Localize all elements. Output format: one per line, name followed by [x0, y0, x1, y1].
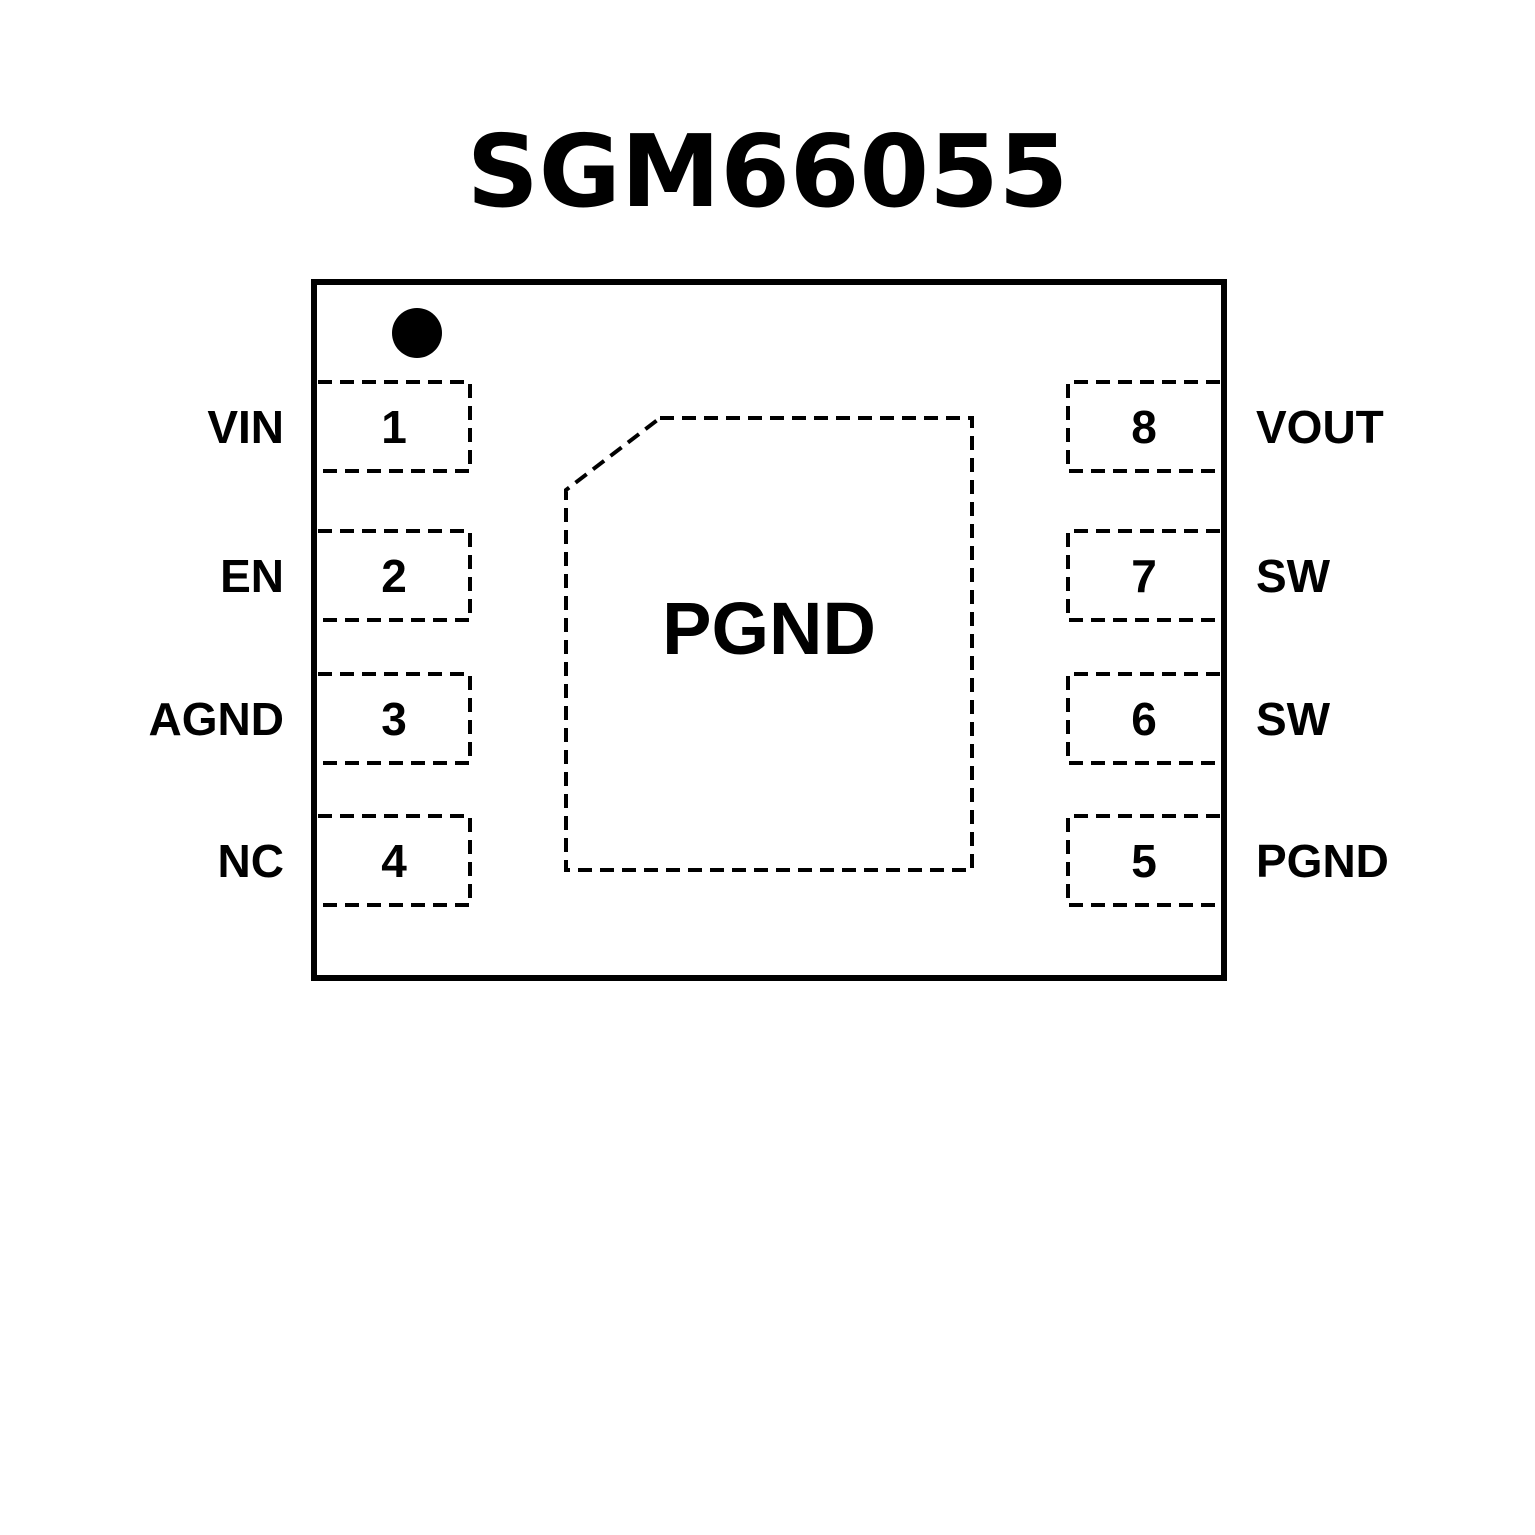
pin-name: PGND: [1256, 835, 1389, 887]
pin-name: VOUT: [1256, 401, 1384, 453]
pin-name: AGND: [148, 693, 284, 745]
pin1-marker: [392, 308, 442, 358]
pin-number: 8: [1131, 401, 1157, 453]
exposed-pad: [564, 416, 974, 872]
pin-pad: [318, 672, 472, 765]
pin-pad: [318, 529, 472, 622]
pin-pad: [1066, 814, 1220, 907]
package-body: [311, 279, 1227, 981]
pin-number: 5: [1131, 835, 1157, 887]
pin-pad: [318, 814, 472, 907]
pin-pad: [1066, 672, 1220, 765]
pin-name: SW: [1256, 693, 1331, 745]
pin-pad: [1066, 529, 1220, 622]
pin-number: 4: [381, 835, 407, 887]
pin-number: 2: [381, 550, 407, 602]
pin-number: 6: [1131, 693, 1157, 745]
pin-pad: [318, 380, 472, 473]
chip-title: SGM66055: [466, 113, 1069, 230]
pin-number: 3: [381, 693, 407, 745]
pin-pad: [1066, 380, 1220, 473]
pin-name: EN: [220, 550, 284, 602]
pad-label: PGND: [662, 587, 876, 670]
pin-number: 7: [1131, 550, 1157, 602]
pin-name: VIN: [207, 401, 284, 453]
pin-name: NC: [217, 835, 284, 887]
pin-number: 1: [381, 401, 407, 453]
pin-name: SW: [1256, 550, 1331, 602]
